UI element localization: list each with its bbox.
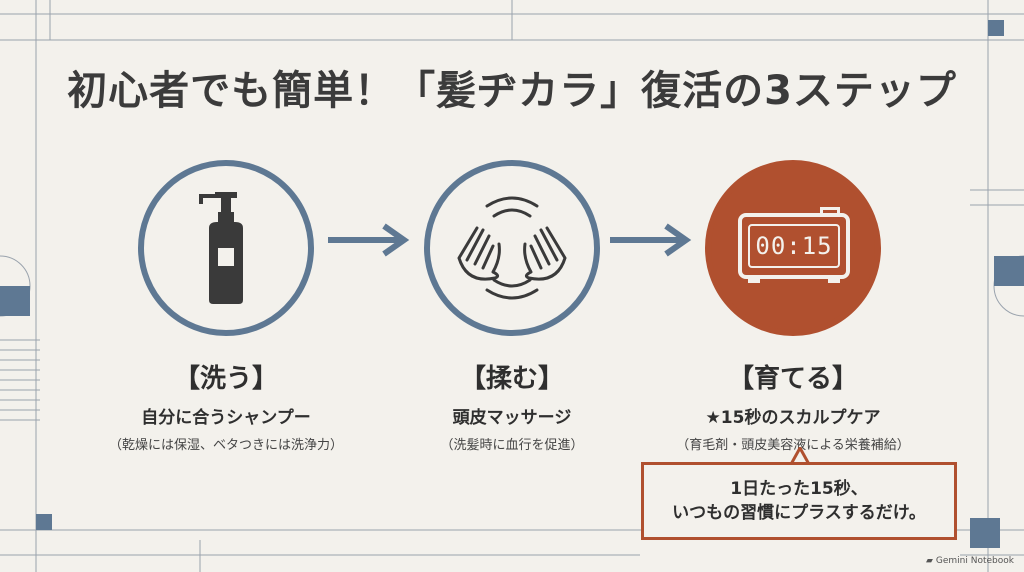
massage-hands-icon: [457, 196, 567, 300]
step-massage-label: 【揉む】: [459, 364, 564, 394]
shampoo-bottle-icon: [199, 192, 243, 304]
step-grow-subtitle: ★15秒のスカルプケア: [705, 408, 881, 428]
step-wash-circle: [138, 160, 314, 336]
brand-watermark: ▰ Gemini Notebook: [926, 556, 1014, 566]
arrow-right-icon: [610, 223, 692, 257]
step-grow-note: （育毛剤・頭皮美容液による栄養補給）: [676, 438, 910, 453]
callout-line-1: 1日たった15秒、: [730, 479, 868, 499]
step-massage-circle: [424, 160, 600, 336]
step-massage-note: （洗髪時に血行を促進）: [440, 438, 584, 453]
brand-label: Gemini Notebook: [935, 556, 1014, 566]
step-grow: 00:15 【育てる】 ★15秒のスカルプケア （育毛剤・頭皮美容液による栄養補…: [663, 160, 923, 453]
arrow-right-icon: [328, 223, 410, 257]
callout-line-2: いつもの習慣にプラスするだけ。: [672, 503, 926, 523]
step-wash: 【洗う】 自分に合うシャンプー （乾燥には保湿、ベタつきには洗浄力）: [96, 160, 356, 453]
step-massage-subtitle: 頭皮マッサージ: [452, 408, 572, 428]
notebook-icon: ▰: [925, 556, 933, 566]
step-massage: 【揉む】 頭皮マッサージ （洗髪時に血行を促進）: [382, 160, 642, 453]
page-title: 初心者でも簡単！「髪ヂカラ」復活の3ステップ: [67, 68, 957, 114]
alarm-clock-icon: 00:15: [738, 207, 850, 283]
step-wash-label: 【洗う】: [173, 364, 278, 394]
step-grow-circle: 00:15: [705, 160, 881, 336]
step-grow-label: 【育てる】: [727, 364, 858, 394]
callout-box: 1日たった15秒、 いつもの習慣にプラスするだけ。: [641, 462, 957, 540]
step-wash-note: （乾燥には保湿、ベタつきには洗浄力）: [108, 438, 343, 453]
clock-display: 00:15: [755, 232, 833, 260]
step-wash-subtitle: 自分に合うシャンプー: [141, 408, 311, 428]
